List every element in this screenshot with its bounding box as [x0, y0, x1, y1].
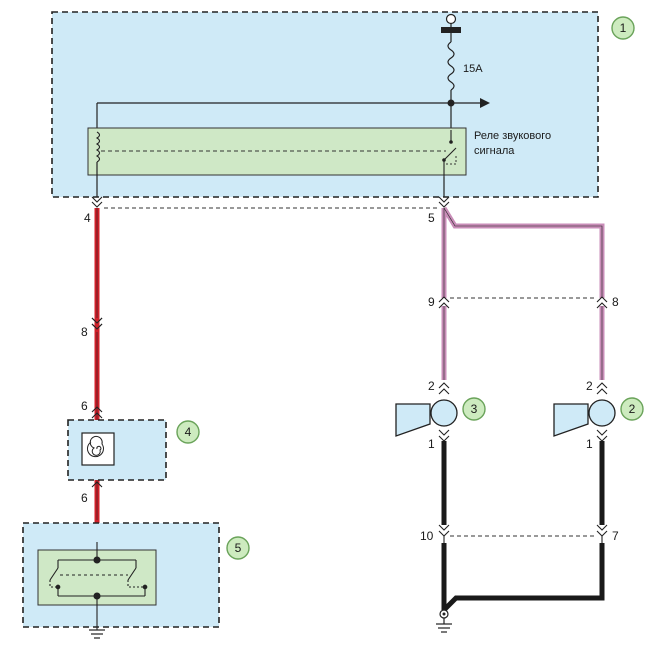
pin-conn-left: 8: [81, 325, 88, 339]
relay-label-line2: сигнала: [474, 145, 515, 157]
pin-clock-top: 6: [81, 399, 88, 413]
arrow-right-icon: [480, 98, 490, 108]
pin-clock-bottom: 6: [81, 491, 88, 505]
ground-icon-right: [436, 609, 452, 633]
pin-conn-mid-right: 8: [612, 295, 619, 309]
wire-black: [441, 441, 605, 612]
pin-conn-mid-left: 9: [428, 295, 435, 309]
pin-gnd-right: 7: [612, 529, 619, 543]
pin-relay-left: 4: [84, 211, 91, 225]
pin-relay-right: 5: [428, 211, 435, 225]
connector-horn3-bottom: [438, 429, 450, 442]
connector-clock-bottom: [91, 481, 103, 488]
connector-clock-top: [91, 406, 103, 419]
clockspring-badge: 4: [176, 420, 200, 444]
connector-relay-right: [438, 196, 450, 208]
connector-black-7: [595, 524, 609, 543]
connector-horn3-top: [438, 382, 450, 395]
horn-3-badge: 3: [462, 397, 486, 421]
clockspring-icon: [87, 435, 104, 458]
svg-text:5: 5: [235, 541, 242, 555]
pin-horn2-top: 2: [586, 379, 593, 393]
pin-horn3-top: 2: [428, 379, 435, 393]
relay-contact-icon: [442, 130, 457, 177]
connector-red-8: [90, 317, 104, 332]
connector-horn2-bottom: [596, 429, 608, 442]
fuse-icon: [447, 41, 455, 91]
svg-text:1: 1: [620, 21, 627, 35]
pin-horn3-bottom: 1: [428, 437, 435, 451]
horn-2-icon: [553, 399, 616, 437]
pin-gnd-left: 10: [420, 529, 434, 543]
horn-3-icon: [395, 399, 458, 437]
horn-switch-badge: 5: [226, 536, 250, 560]
horn-2-badge: 2: [620, 397, 644, 421]
unit-1-badge: 1: [611, 16, 635, 40]
connector-relay-left: [91, 196, 103, 208]
horn-switch-icon: [49, 542, 148, 630]
relay-label-line1: Реле звукового: [474, 130, 551, 142]
wire-pink: [441, 206, 605, 380]
power-terminal-icon: [441, 13, 461, 42]
connector-pink-8: [596, 296, 608, 309]
connector-pink-9: [438, 296, 450, 309]
connector-horn2-top: [596, 382, 608, 395]
fuse-rating: 15A: [463, 63, 483, 75]
svg-text:2: 2: [629, 402, 636, 416]
connector-black-10: [437, 524, 451, 543]
svg-text:4: 4: [185, 425, 192, 439]
ground-icon-left: [89, 629, 105, 639]
relay-coil-icon: [95, 131, 101, 163]
svg-text:3: 3: [471, 402, 478, 416]
pin-horn2-bottom: 1: [586, 437, 593, 451]
